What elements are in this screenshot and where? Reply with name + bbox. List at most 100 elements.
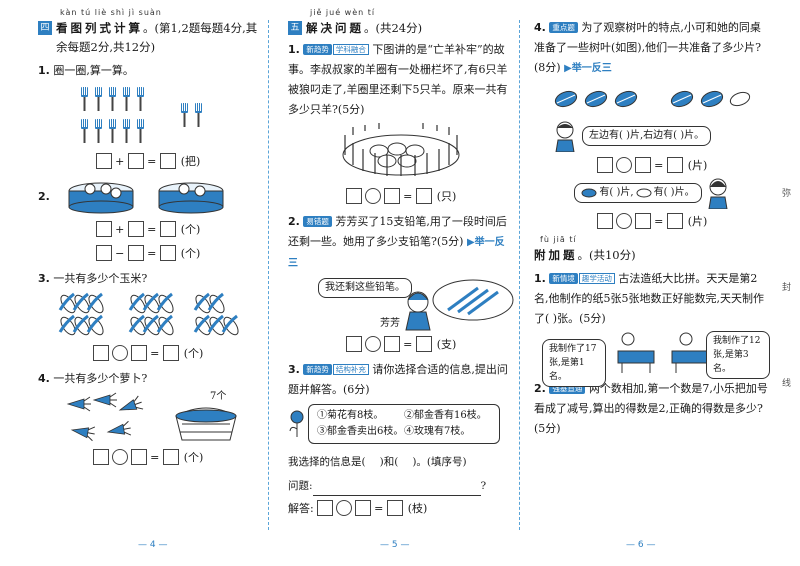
unit-label: (个) [180,223,201,236]
leaves-icon [552,88,751,110]
answer-box[interactable] [666,213,683,229]
answer-box[interactable] [386,500,403,516]
answer-box[interactable] [92,345,109,361]
operator-circle[interactable] [615,213,632,229]
question-number: 1. [288,43,300,56]
question-text: 下图讲的是“亡羊补牢”的故事。李叔叔家的羊圈有一处栅栏坏了,有6只羊被狼叼走了,… [288,43,508,116]
answer-box[interactable] [127,153,144,169]
section-note: 。(第1,2题每题4分,其余每题2分,共12分) [56,21,258,54]
corn-icon [56,291,243,339]
practice-more-link[interactable]: ▶举一反三 [288,237,505,269]
answer-box[interactable] [130,449,147,465]
unit-label: (只) [436,190,457,203]
question-tag: 重点题 [549,22,578,33]
question-number: 2. [288,215,300,228]
operator-circle[interactable] [615,157,632,173]
basket-label: 7个 [210,391,227,402]
leaves-picture [534,79,770,119]
question-text: 圈一圈,算一算。 [53,64,134,77]
operator-circle[interactable] [111,449,128,465]
boy-count-row: 左边有( )片,右边有( )片。 [534,119,770,153]
answer-box[interactable] [345,336,362,352]
answer-box[interactable] [92,449,109,465]
choose-text: )和( [379,456,399,468]
question-input-line[interactable] [312,495,481,496]
question-number: 4. [534,21,546,34]
section-note: 。(共10分) [577,248,636,262]
answer-box[interactable] [130,345,147,361]
section-heading: 四 看图列式计算。(第1,2题每题4分,其余每题2分,共12分) [38,19,258,57]
info-box: ①菊花有8枝。 ②郁金香有16枝。 ③郁金香卖出6枝。 ④玫瑰有7枝。 [308,404,500,444]
question-subtag: 趣学活动 [578,273,615,284]
answer-box[interactable] [162,449,179,465]
kids-making-paper-icon [617,332,713,373]
girl-with-pencils-icon [405,279,514,331]
answer-box[interactable] [383,188,400,204]
answer-box[interactable] [596,157,613,173]
choose-text: 我选择的信息是( [288,456,366,468]
answer-box[interactable] [415,336,432,352]
seal-line-char: 弥 [782,189,792,199]
answer-equation-4a: = (片) [534,153,770,177]
paper-making-picture: 我制作了17张,是第1名。 我制作了12张,是第3名。 [534,329,770,387]
answer-box[interactable] [383,336,400,352]
question-3: 3. 一共有多少个玉米? [38,269,258,289]
operator-circle[interactable] [364,336,381,352]
question-1: 1. 新趋势学科融合 下图讲的是“亡羊补牢”的故事。李叔叔家的羊圈有一处栅栏坏了… [288,40,514,120]
answer-box[interactable] [95,221,112,237]
question-number: 1. [534,272,546,285]
forks-icon [81,87,202,143]
page-number-5: — 5 — [380,540,410,550]
answer-box[interactable] [95,245,112,261]
leaf-icon [581,188,597,198]
unit-label: (支) [436,338,457,351]
question-number: 3. [38,272,50,285]
pencils-picture: 我还剩这些铅笔。 芳芳 [288,274,514,332]
answer-box[interactable] [634,157,651,173]
unit-label: (个) [183,347,204,360]
answer-box[interactable] [159,221,176,237]
page-divider-left [268,20,269,530]
answer-label: 解答: [288,502,314,515]
question-tag: 新情境 [549,273,578,284]
section-note: 。(共24分) [364,21,423,35]
answer-box[interactable] [316,500,333,516]
operator-circle[interactable] [364,188,381,204]
answer-box[interactable] [345,188,362,204]
question-text: 芳芳买了15支铅笔,用了一段时间后还剩一些。她用了多少支铅笔?(5分) [288,215,507,248]
forks-picture [38,81,258,149]
answer-box[interactable] [596,213,613,229]
answer-box[interactable] [127,221,144,237]
page-number-6: — 6 — [626,540,656,550]
speech-bubble-third: 我制作了12张,是第3名。 [706,331,770,379]
question-number: 3. [288,363,300,376]
question-tag: 新趋势 [303,44,332,55]
girl-count-row: 有( )片, 有( )片。 [534,177,770,209]
carrot-picture: 7个 [38,389,258,445]
unit-label: (个) [180,247,201,260]
operator-circle[interactable] [335,500,352,516]
answer-box[interactable] [634,213,651,229]
answer-box[interactable] [159,153,176,169]
answer-box[interactable] [162,345,179,361]
practice-more-link[interactable]: ▶举一反三 [564,63,612,74]
answer-box[interactable] [127,245,144,261]
answer-box[interactable] [666,157,683,173]
question-tag: 强基直通 [549,383,586,394]
choose-info-line: 我选择的信息是()和()。(填序号) [288,452,514,472]
girl-name: 芳芳 [380,318,400,329]
speech-bubble: 我还剩这些铅笔。 [318,278,412,298]
answer-equation-2b: − = (个) [38,241,258,265]
question-4: 4. 一共有多少个萝卜? [38,369,258,389]
answer-box[interactable] [95,153,112,169]
question-3: 3. 新趋势结构补充 请你选择合适的信息,提出问题并解答。(6分) [288,360,514,400]
answer-box[interactable] [415,188,432,204]
unit-label: (把) [180,155,201,168]
flower-icon [289,410,304,437]
operator-circle[interactable] [111,345,128,361]
info-item: ③郁金香卖出6枝。 [317,426,404,437]
girl-icon [708,178,728,209]
answer-box[interactable] [159,245,176,261]
answer-box[interactable] [354,500,371,516]
seal-line-char: 线 [782,379,792,389]
